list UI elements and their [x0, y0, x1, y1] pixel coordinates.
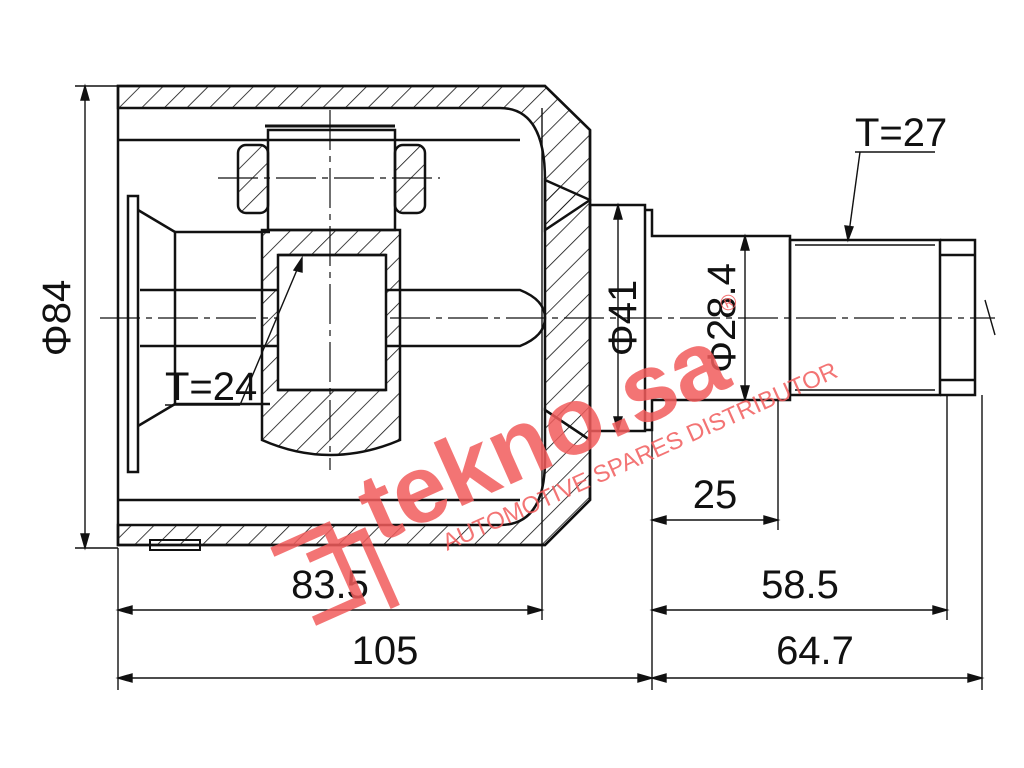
dim-phi41 — [613, 202, 623, 434]
label-105: 105 — [352, 629, 419, 673]
dim-phi28-4 — [740, 233, 750, 403]
bottom-slot — [149, 539, 201, 551]
left-flange — [126, 194, 270, 474]
dim-58-5 — [649, 395, 950, 690]
dim-25 — [649, 400, 781, 530]
label-58-5: 58.5 — [761, 563, 839, 607]
label-64-7: 64.7 — [776, 629, 854, 673]
label-t27: T=27 — [855, 111, 947, 155]
label-phi84: Φ84 — [35, 280, 79, 356]
dim-105 — [115, 620, 655, 690]
watermark-logo-icon — [270, 521, 400, 626]
dim-phi84 — [75, 83, 118, 551]
leader-t24 — [165, 255, 303, 406]
shaft-axis-tick — [984, 299, 996, 336]
dim-64-7 — [649, 395, 985, 690]
label-t24: T=24 — [165, 365, 257, 409]
housing — [116, 84, 592, 547]
label-phi28-4: Φ28.4 — [700, 263, 744, 373]
leader-t27 — [844, 151, 935, 243]
label-25: 25 — [693, 473, 738, 517]
tripod-assembly — [236, 124, 427, 457]
label-phi41: Φ41 — [601, 280, 645, 356]
